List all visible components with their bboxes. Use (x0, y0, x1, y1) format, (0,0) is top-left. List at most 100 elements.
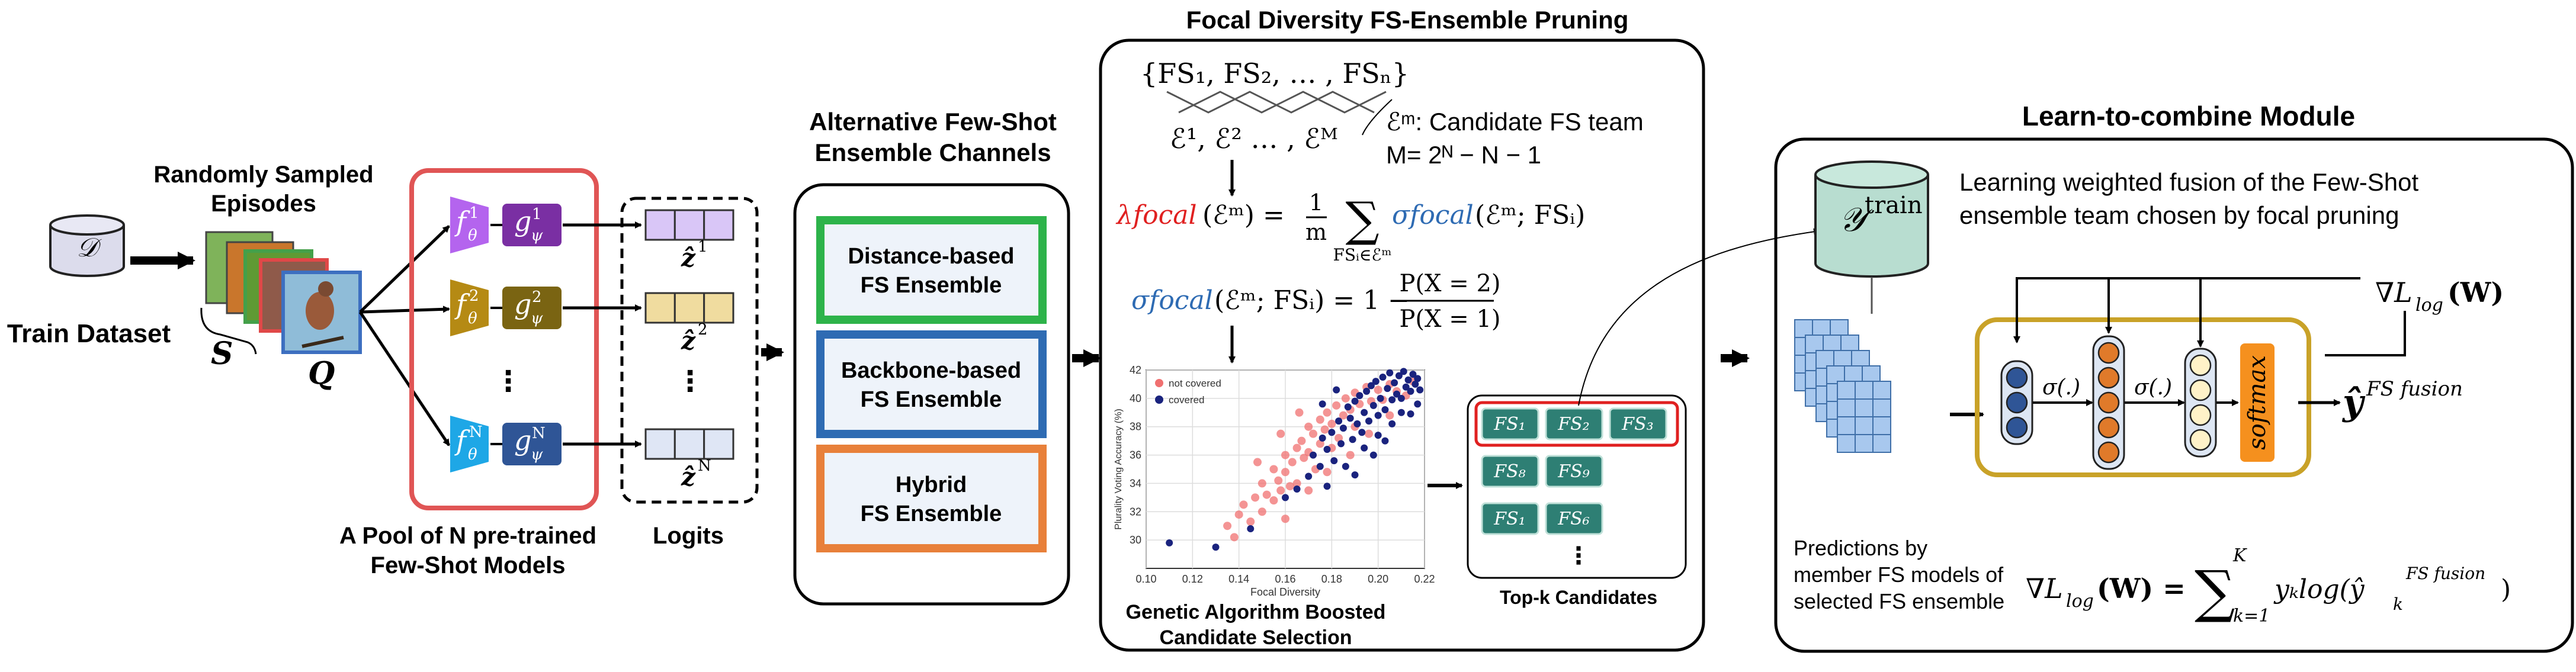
output-label: ŷ (2341, 382, 2366, 423)
combine-desc-2: ensemble team chosen by focal pruning (1959, 201, 2399, 229)
point-covered (1374, 411, 1382, 419)
logit-cell (644, 292, 676, 324)
formula-lhs-sub: log (2066, 591, 2094, 612)
encoder-subscript: θ (468, 227, 477, 245)
candidate-fs (1481, 455, 1539, 488)
channel-label: Backbone-based (841, 358, 1021, 383)
point-not-covered (1309, 429, 1317, 438)
p-numerator: P(X = 2) (1400, 270, 1501, 297)
candidate-fs-label: FS₉ (1557, 461, 1589, 482)
neuron (2189, 404, 2212, 426)
selected-team-highlight (1474, 401, 1679, 447)
pool-caption-2: Few-Shot Models (371, 552, 566, 578)
channel-label: Hybrid (896, 472, 967, 497)
point-covered (1407, 410, 1414, 418)
combine-panel: Learn-to-combine Module 𝒴 train Learning… (1774, 101, 2574, 653)
point-not-covered (1295, 408, 1304, 417)
point-covered (1247, 525, 1255, 532)
x-tick-label: 0.14 (1228, 573, 1249, 585)
point-not-covered (1246, 517, 1255, 526)
point-not-covered (1269, 465, 1278, 474)
point-covered (1416, 386, 1424, 394)
prediction-cell (1872, 434, 1891, 453)
point-not-covered (1304, 486, 1313, 495)
candidate-fs-label: FS₁ (1493, 509, 1525, 529)
point-not-covered (1292, 443, 1301, 452)
prediction-cell (1855, 416, 1874, 435)
point-covered (1374, 432, 1382, 439)
train-dataset: 𝒟 Train Dataset (7, 214, 171, 348)
point-covered (1282, 494, 1289, 501)
activation-label: σ(.) (2042, 375, 2080, 400)
support-brace (200, 307, 257, 355)
neuron (2097, 416, 2120, 439)
combination-lines (1166, 91, 1387, 114)
logits-label: Logits (653, 523, 724, 549)
point-covered (1346, 414, 1354, 422)
arrow-topk-to-train (1578, 228, 1821, 406)
formula-sum-sub: k=1 (2233, 606, 2270, 626)
fs-set: {FS₁, FS₂, … , FSₙ} (1140, 57, 1409, 89)
point-not-covered (1327, 419, 1336, 428)
neuron (2006, 391, 2028, 414)
models-dots: ⋮ (494, 366, 522, 397)
point-covered (1351, 471, 1359, 479)
point-not-covered (1276, 429, 1285, 438)
point-not-covered (1223, 522, 1232, 530)
formula-sum-sup: K (2232, 545, 2247, 566)
formula-rhs-sub: k (2393, 594, 2403, 614)
episodes-title: Randomly Sampled (153, 162, 373, 188)
x-axis-label: Focal Diversity (1250, 586, 1320, 598)
channel-label: Distance-based (848, 244, 1015, 269)
candidate-fs (1481, 502, 1539, 535)
point-covered (1388, 420, 1396, 427)
candidate-fs-label: FS₆ (1557, 509, 1589, 529)
neuron (2189, 354, 2212, 377)
point-covered (1393, 390, 1400, 398)
point-covered (1333, 386, 1340, 394)
head-superscript: N (532, 425, 546, 442)
candidate-fs-label: FS₈ (1493, 461, 1525, 482)
point-covered (1377, 394, 1384, 402)
network-border (1975, 317, 2311, 477)
point-not-covered (1332, 401, 1341, 410)
neuron (2189, 429, 2212, 451)
point-not-covered (1269, 496, 1278, 505)
sigma-rhs: (ℰᵐ; FSᵢ) = 1 − (1214, 285, 1410, 316)
logit-cell (673, 428, 705, 460)
frac-denominator: m (1305, 219, 1327, 245)
channel-box-2 (816, 330, 1047, 438)
candidate-fs (1481, 407, 1539, 441)
prediction-cell (1872, 398, 1891, 417)
point-covered (1367, 382, 1375, 390)
point-covered (1407, 387, 1414, 395)
pool-border (409, 168, 599, 510)
point-covered (1400, 368, 1407, 375)
point-not-covered (1281, 468, 1289, 477)
encoder-f-1 (450, 197, 489, 253)
ga-caption: Genetic Algorithm Boosted (1126, 601, 1386, 623)
point-covered (1414, 375, 1422, 382)
point-covered (1409, 371, 1417, 378)
point-not-covered (1262, 490, 1271, 499)
legend-marker (1155, 396, 1163, 404)
prediction-stacks (1794, 319, 1891, 453)
arrow-to-model-n (358, 311, 451, 446)
point-covered (1384, 385, 1391, 393)
point-not-covered (1230, 533, 1239, 542)
logit-symbol: ẑ (681, 326, 696, 355)
neuron (2097, 342, 2120, 364)
point-covered (1328, 429, 1336, 436)
point-covered (1361, 444, 1368, 452)
formula-rhs-sup: FS fusion (2405, 564, 2485, 583)
episodes: Randomly Sampled Episodes S Q (153, 162, 373, 391)
sum-symbol: ∑ (1345, 192, 1379, 247)
lambda-rhs: (ℰᵐ) = (1202, 200, 1285, 230)
channel-label-2: FS Ensemble (861, 387, 1002, 412)
frac-numerator: 1 (1309, 189, 1323, 216)
head-subscript: ψ (531, 227, 543, 245)
point-covered (1369, 401, 1377, 409)
x-tick-label: 0.10 (1135, 573, 1156, 585)
